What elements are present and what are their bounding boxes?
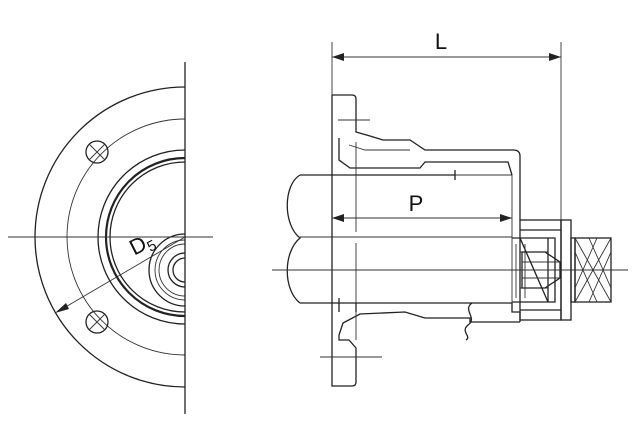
front-view: D5 (8, 62, 213, 414)
nut-ring-inner-circle (158, 243, 185, 297)
break-line (464, 302, 473, 341)
nut-center-circle (172, 257, 185, 283)
nut-ring-circle (154, 239, 185, 301)
section-view: L P (272, 29, 628, 387)
p-label: P (409, 191, 424, 216)
l-arrow-right (549, 53, 561, 61)
d5-label: D5 (125, 227, 159, 263)
d5-dimension-line (56, 236, 186, 313)
bolt-hole-upper (85, 140, 109, 164)
l-label: L (435, 29, 447, 54)
d5-arrow-head (55, 303, 69, 313)
l-arrow-left (332, 53, 344, 61)
p-arrow-left (332, 214, 344, 222)
nut-outer-circle (148, 233, 185, 307)
p-arrow-right (500, 214, 512, 222)
pipe (286, 170, 513, 304)
set-screw (521, 251, 561, 289)
nut-inner-circle (167, 252, 185, 288)
flange-body (331, 94, 521, 387)
bolt-hole-lower (85, 310, 109, 334)
